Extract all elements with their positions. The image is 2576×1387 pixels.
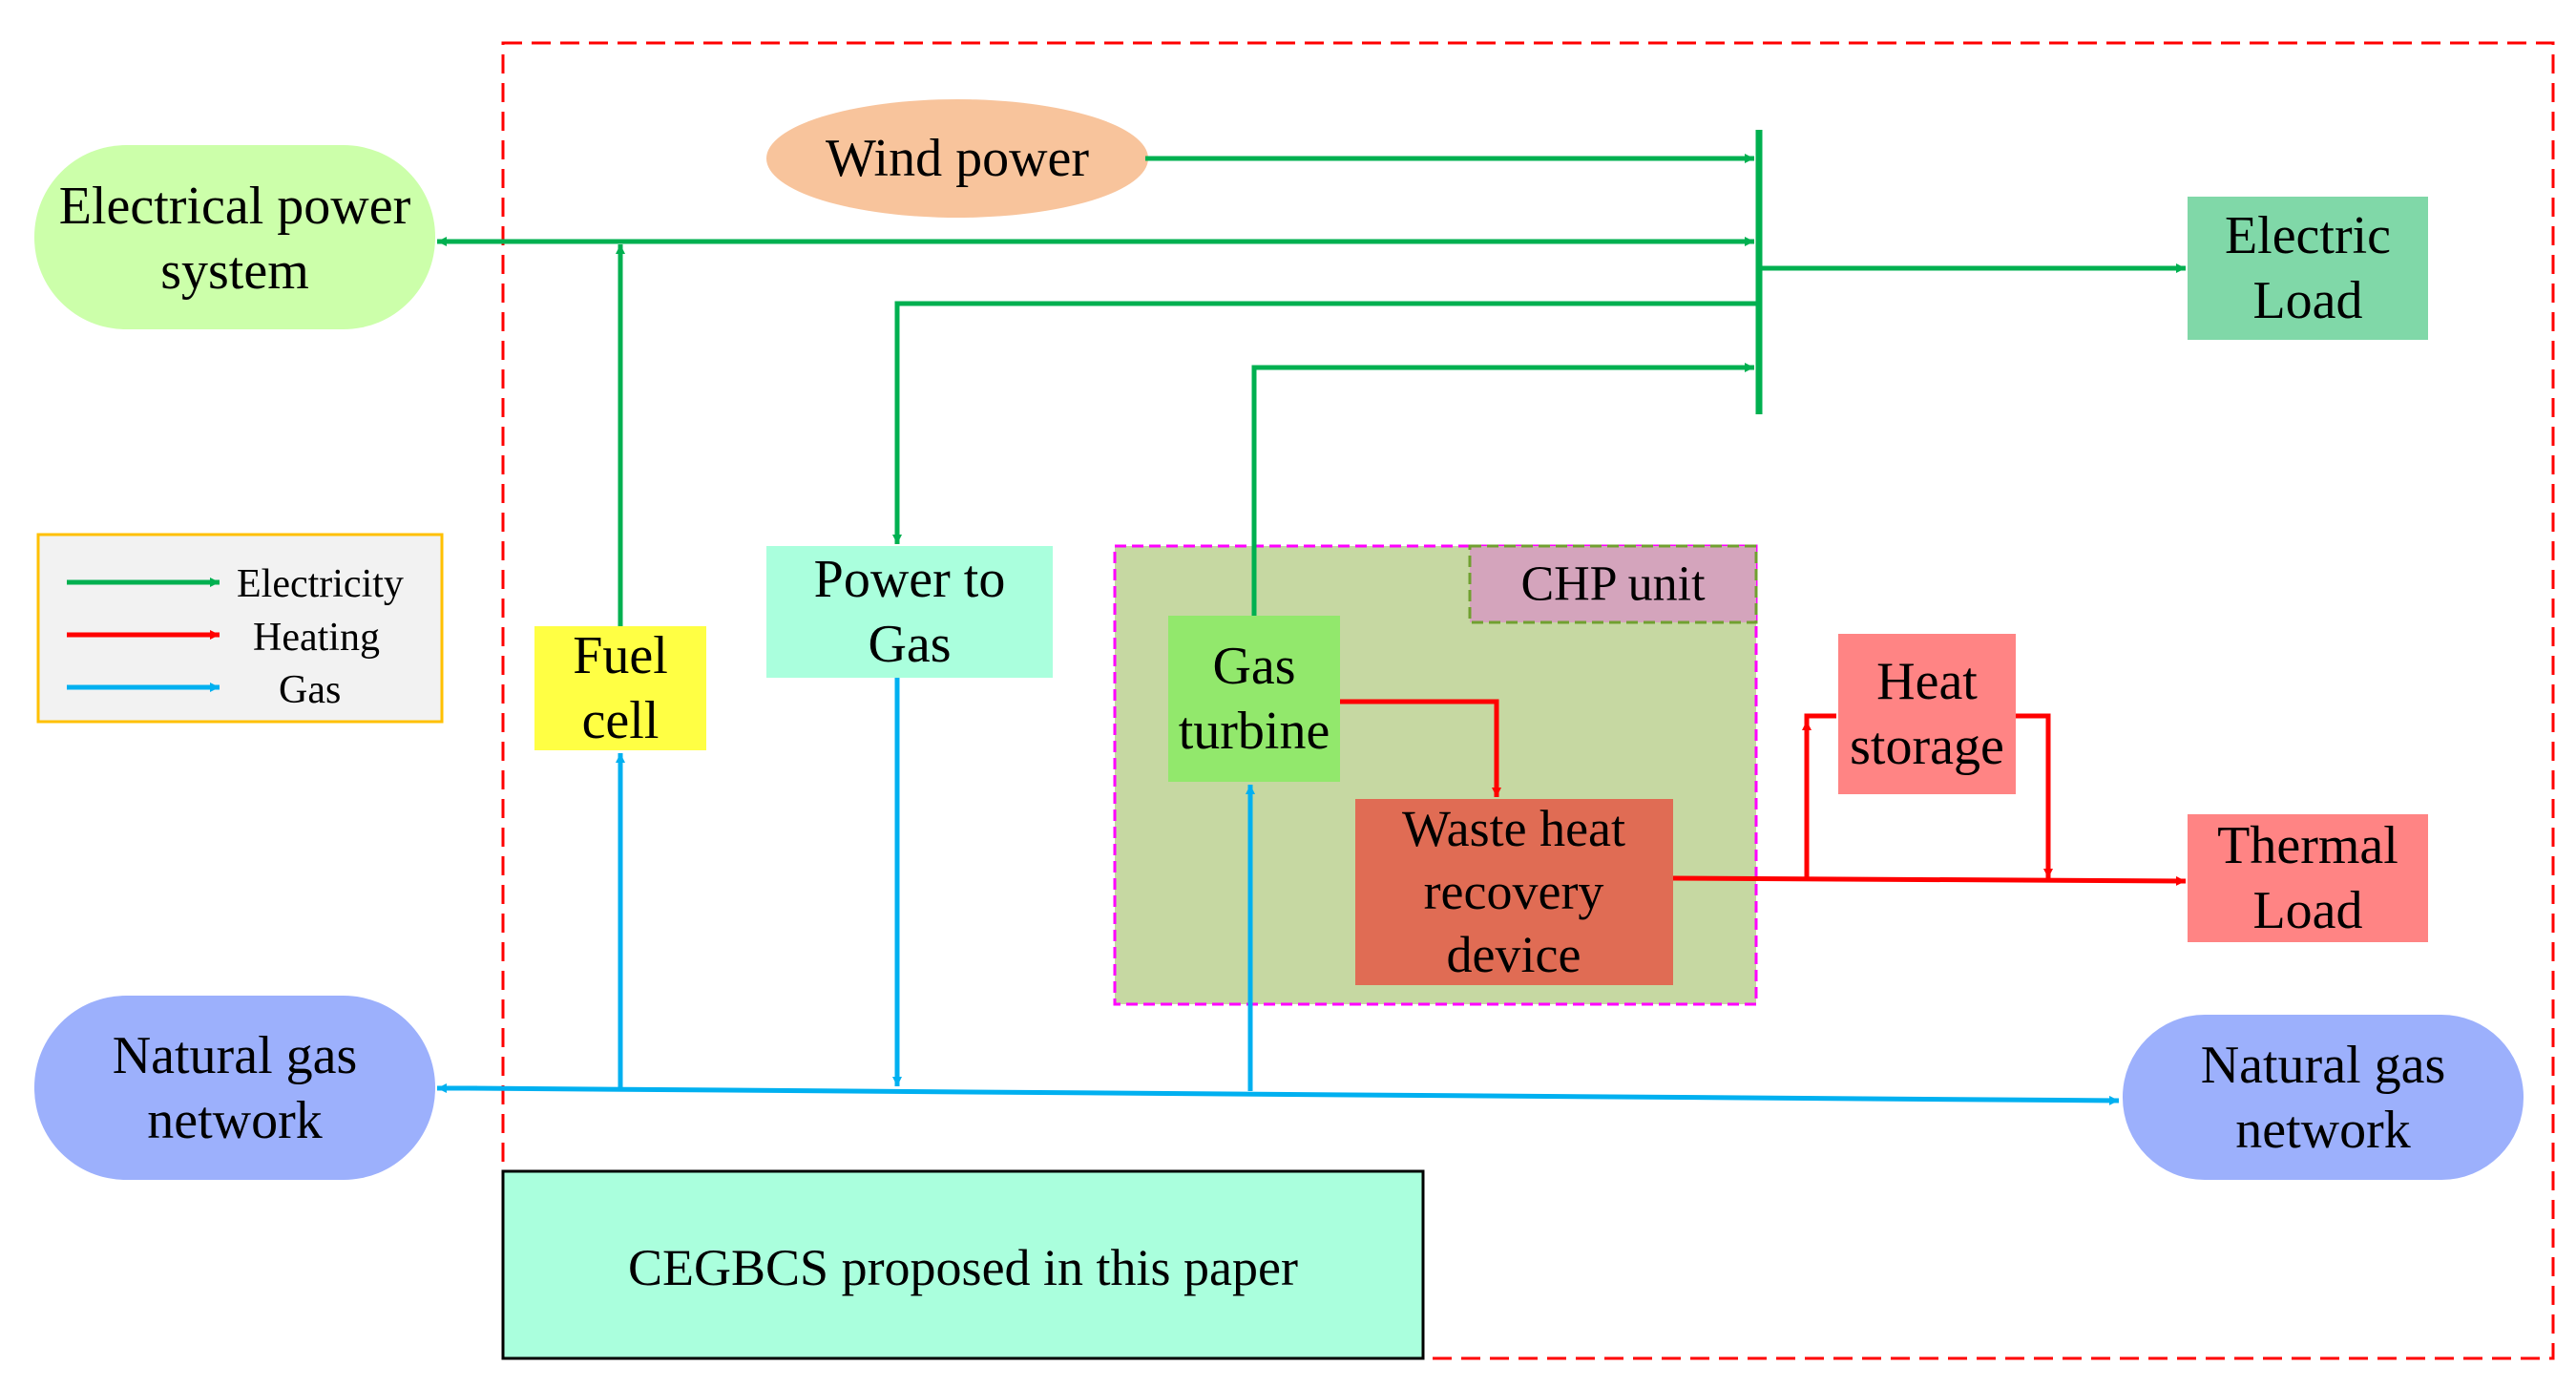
wind-power-line-1: Wind power — [826, 129, 1089, 188]
power-to-gas-line-1: Power to — [814, 550, 1006, 609]
electric-load-line-1: Electric — [2225, 206, 2391, 265]
natural-gas-network-right-label: Natural gas network — [2201, 1036, 2446, 1160]
wind-power-node — [766, 99, 1148, 218]
heat-storage-line-1: Heat — [1876, 652, 1978, 711]
electrical-power-system-line-2: system — [160, 242, 309, 301]
thermal-load-line-2: Load — [2252, 881, 2362, 940]
edge-gas-turbine-to-waste-heat — [1340, 699, 1501, 797]
electrical-power-system-line-1: Electrical power — [59, 177, 411, 236]
edge-bus-to-power-to-gas — [892, 301, 1759, 544]
fuel-cell-label: Fuel cell — [573, 626, 668, 750]
chp-unit-label-box — [1468, 544, 1758, 624]
cegbcs-box — [501, 1169, 1425, 1360]
fuel-cell-line-1: Fuel — [573, 626, 668, 685]
electric-load-line-2: Load — [2252, 271, 2362, 330]
electrical-power-system-label: Electrical power system — [59, 177, 411, 301]
gas-turbine-node — [1168, 616, 1340, 782]
waste-heat-recovery-device-line-3: device — [1447, 926, 1581, 983]
thermal-load-node — [2188, 814, 2428, 942]
legend-box — [36, 533, 444, 724]
power-to-gas-node — [766, 546, 1053, 678]
cegbcs-label: CEGBCS proposed in this paper — [628, 1239, 1298, 1296]
heat-storage-line-2: storage — [1850, 717, 2004, 776]
chp-unit-label: CHP unit — [1520, 557, 1706, 612]
legend-gas-label: Gas — [279, 668, 341, 712]
fuel-cell-line-2: cell — [582, 691, 660, 750]
power-to-gas-label: Power to Gas — [814, 550, 1006, 674]
edge-gas-turbine-to-bus — [1251, 363, 1754, 616]
natural-gas-network-left-node — [34, 996, 435, 1180]
natural-gas-network-left-line-1: Natural gas — [113, 1026, 358, 1085]
wind-power-label: Wind power — [826, 129, 1089, 188]
gas-pipeline — [467, 1085, 2120, 1105]
waste-heat-recovery-label: Waste heat recovery device — [1402, 800, 1625, 983]
edge-waste-heat-to-thermal-load — [1672, 875, 2187, 886]
legend-heating-label: Heating — [253, 616, 380, 660]
natural-gas-network-right-line-2: network — [2235, 1101, 2411, 1160]
thermal-load-line-1: Thermal — [2217, 816, 2398, 875]
power-to-gas-line-2: Gas — [868, 615, 951, 674]
gas-turbine-line-2: turbine — [1179, 702, 1330, 761]
natural-gas-network-right-line-1: Natural gas — [2201, 1036, 2446, 1095]
chp-unit-line-1: CHP unit — [1520, 557, 1706, 612]
natural-gas-network-left-line-2: network — [147, 1091, 323, 1150]
natural-gas-network-left-label: Natural gas network — [113, 1026, 358, 1150]
system-boundary — [501, 41, 2555, 1360]
waste-heat-recovery-node — [1355, 799, 1673, 985]
edge-heat-storage-to-thermal-load — [2016, 713, 2053, 878]
edge-to-heat-storage — [1804, 713, 1836, 878]
electrical-power-system-node — [34, 145, 435, 329]
natural-gas-network-right-node — [2123, 1015, 2524, 1180]
heat-storage-label: Heat storage — [1850, 652, 2004, 776]
cegbcs-line-1: CEGBCS proposed in this paper — [628, 1239, 1298, 1296]
heat-storage-node — [1838, 634, 2016, 794]
waste-heat-recovery-device-line-1: Waste heat — [1402, 800, 1625, 857]
gas-turbine-label: Gas turbine — [1179, 637, 1330, 761]
waste-heat-recovery-device-line-2: recovery — [1424, 863, 1604, 920]
legend-electricity-label: Electricity — [237, 562, 404, 606]
gas-turbine-line-1: Gas — [1212, 637, 1295, 696]
fuel-cell-node — [534, 626, 706, 750]
electric-load-node — [2188, 197, 2428, 340]
